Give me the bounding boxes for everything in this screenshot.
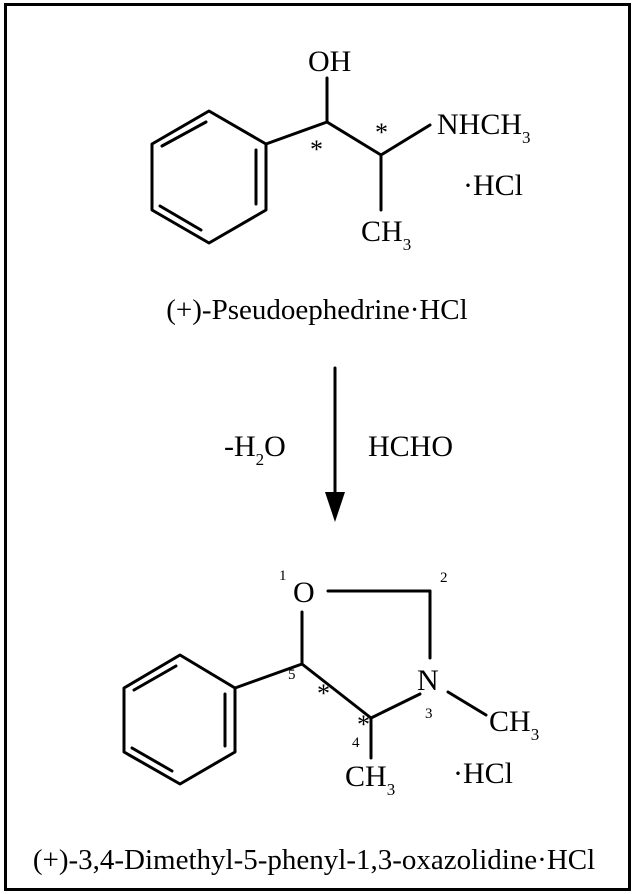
ring-oxygen-label: O bbox=[293, 576, 315, 609]
product-benzene-ring bbox=[122, 653, 237, 786]
water-loss-label-pre: -H bbox=[224, 430, 256, 463]
reactant-name: (+)-Pseudoephedrine·HCl bbox=[166, 294, 467, 326]
product-hcl-label: ·HCl bbox=[453, 757, 513, 790]
reactant-hcl-label: ·HCl bbox=[463, 169, 523, 202]
methyl-label: CH3 bbox=[361, 215, 411, 254]
ring-position-5: 5 bbox=[288, 667, 296, 683]
c4-methyl-label: CH3 bbox=[345, 760, 395, 799]
methyl-label-main: CH bbox=[361, 215, 403, 248]
methylamino-label-main: NHCH bbox=[437, 108, 522, 141]
ring-position-3: 3 bbox=[425, 706, 433, 722]
n-methyl-label-main: CH bbox=[489, 705, 531, 738]
stereocenter-marker-c4: * bbox=[357, 710, 370, 739]
formaldehyde-label: HCHO bbox=[368, 430, 453, 463]
water-loss-label-subscript: 2 bbox=[256, 450, 265, 469]
ring-nitrogen-label: N bbox=[417, 664, 439, 697]
n-methyl-label: CH3 bbox=[489, 705, 539, 744]
c4-methyl-label-subscript: 3 bbox=[387, 780, 396, 799]
c4-methyl-label-main: CH bbox=[345, 760, 387, 793]
n-methyl-label-subscript: 3 bbox=[531, 725, 540, 744]
reactant-skeleton-bonds bbox=[264, 76, 432, 212]
reactant-benzene-ring bbox=[150, 109, 268, 245]
ring-position-2: 2 bbox=[440, 570, 448, 586]
product-oxazolidine-ring bbox=[233, 589, 488, 760]
ring-position-4: 4 bbox=[352, 735, 360, 751]
water-loss-label-post: O bbox=[264, 430, 286, 463]
hydroxyl-label: OH bbox=[308, 45, 351, 78]
stereocenter-marker-c1: * bbox=[310, 135, 323, 164]
methylamino-label: NHCH3 bbox=[437, 108, 531, 147]
methyl-label-subscript: 3 bbox=[403, 235, 412, 254]
ring-position-1: 1 bbox=[279, 568, 287, 584]
reaction-arrow-head bbox=[325, 492, 345, 522]
methylamino-label-subscript: 3 bbox=[522, 128, 531, 147]
figure-border bbox=[4, 3, 631, 891]
product-name: (+)-3,4-Dimethyl-5-phenyl-1,3-oxazolidin… bbox=[33, 844, 595, 876]
water-loss-label: -H2O bbox=[224, 430, 286, 469]
stereocenter-marker-c5: * bbox=[317, 679, 330, 708]
stereocenter-marker-c2: * bbox=[375, 118, 388, 147]
